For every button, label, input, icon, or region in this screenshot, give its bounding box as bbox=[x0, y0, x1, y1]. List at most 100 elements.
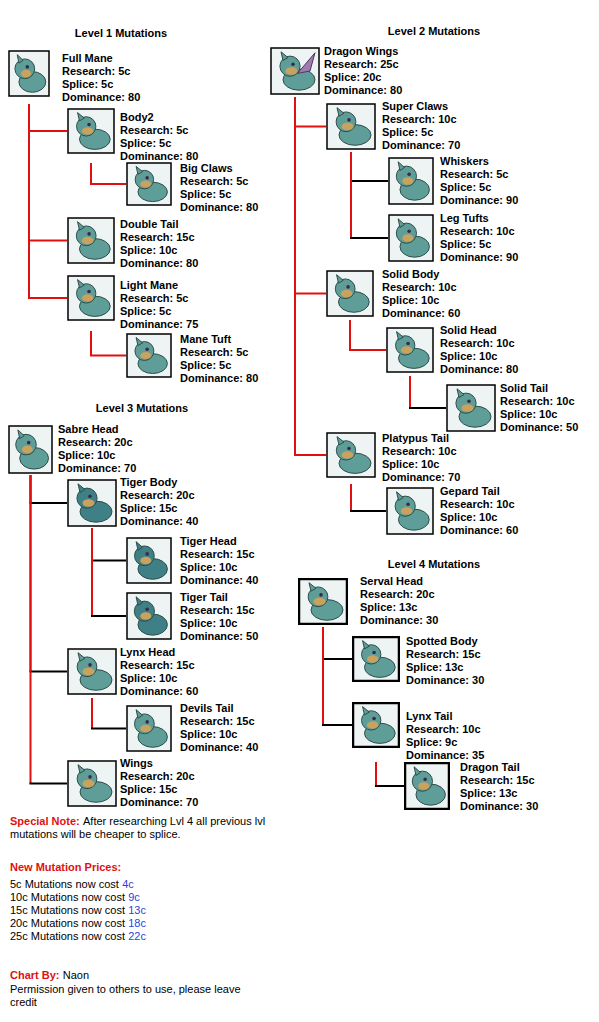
icon-ground bbox=[68, 480, 116, 526]
stat-line: Research: 10c bbox=[440, 225, 518, 238]
stat-line: Research: 5c bbox=[180, 175, 258, 188]
creature-ear bbox=[78, 280, 85, 288]
mutation-text: Tiger HeadResearch: 15cSplice: 10cDomina… bbox=[180, 535, 258, 587]
stat-line: Dominance: 60 bbox=[440, 524, 518, 537]
icon-ground bbox=[353, 703, 399, 747]
price-value: 13c bbox=[128, 904, 146, 916]
connector-vertical bbox=[409, 376, 411, 408]
text-paragraph: 5c Mutations now cost4c bbox=[10, 878, 230, 891]
connector-horizontal bbox=[91, 728, 126, 730]
stat-line: Dominance: 60 bbox=[382, 307, 460, 320]
stat-line: Dominance: 80 bbox=[120, 257, 198, 270]
stat-line: Dominance: 80 bbox=[62, 91, 140, 104]
tree-connector bbox=[349, 320, 386, 350]
icon-ground bbox=[68, 109, 114, 153]
stat-line: Splice: 5c bbox=[440, 238, 518, 251]
stat-line: Research: 5c bbox=[120, 124, 198, 137]
connector-vertical bbox=[322, 627, 324, 725]
mutation-node: Big ClawsResearch: 5cSplice: 5cDominance… bbox=[126, 162, 261, 214]
mutation-name: Solid Body bbox=[382, 268, 460, 281]
mutation-name: Tiger Head bbox=[180, 535, 258, 548]
connector-vertical bbox=[90, 331, 92, 356]
creature-ear bbox=[17, 55, 23, 63]
mutation-node: Solid HeadResearch: 10cSplice: 10cDomina… bbox=[386, 324, 521, 376]
text-paragraph: Chart By:Naon bbox=[10, 969, 260, 982]
connector-horizontal bbox=[28, 240, 67, 242]
connector-horizontal bbox=[350, 510, 386, 512]
stat-line: Splice: 10c bbox=[500, 408, 578, 421]
stat-line: Research: 10c bbox=[406, 723, 484, 736]
mutation-node: Tiger TailResearch: 15cSplice: 10cDomina… bbox=[126, 591, 261, 643]
icon-ground bbox=[9, 51, 49, 96]
creature-eye bbox=[291, 62, 295, 66]
price-text: 5c Mutations now cost bbox=[10, 878, 119, 890]
tree-connector bbox=[30, 475, 68, 672]
stat-line: Splice: 5c bbox=[180, 359, 258, 372]
mutation-text: Big ClawsResearch: 5cSplice: 5cDominance… bbox=[180, 162, 258, 214]
tree-connector bbox=[28, 104, 67, 131]
mutation-text: Dragon TailResearch: 15cSplice: 13cDomin… bbox=[460, 761, 538, 813]
creature-ear bbox=[136, 542, 142, 550]
mutation-icon bbox=[386, 327, 434, 373]
tree-connector bbox=[91, 528, 126, 616]
mutation-text: Solid TailResearch: 10cSplice: 10cDomina… bbox=[500, 382, 578, 434]
creature-eye bbox=[145, 176, 149, 180]
mutation-text: Tiger TailResearch: 15cSplice: 10cDomina… bbox=[180, 591, 258, 643]
creature-muzzle bbox=[462, 404, 474, 412]
creature-eye bbox=[145, 607, 149, 611]
stat-line: Splice: 5c bbox=[120, 137, 198, 150]
creature-eye bbox=[145, 347, 149, 351]
text-paragraph: Permission given to others to use, pleas… bbox=[10, 983, 262, 1009]
icon-ground bbox=[271, 48, 319, 94]
mutation-name: Serval Head bbox=[360, 575, 438, 588]
mutation-name: Tiger Body bbox=[120, 476, 198, 489]
text-paragraph: 10c Mutations now cost9c bbox=[10, 891, 230, 904]
mutation-text: Solid BodyResearch: 10cSplice: 10cDomina… bbox=[382, 268, 460, 320]
creature-muzzle bbox=[140, 725, 151, 733]
stat-line: Dominance: 90 bbox=[440, 251, 518, 264]
mutation-name: Dragon Tail bbox=[460, 761, 538, 774]
tree-connector bbox=[409, 376, 446, 408]
mutation-name: Full Mane bbox=[62, 52, 140, 65]
section-heading: Level 1 Mutations bbox=[21, 27, 221, 40]
creature-muzzle bbox=[402, 234, 413, 242]
creature-muzzle bbox=[341, 290, 353, 298]
creature-muzzle bbox=[140, 180, 151, 187]
creature-eye bbox=[88, 775, 92, 779]
stat-line: Research: 15c bbox=[120, 659, 198, 672]
mutation-name: Mane Tuft bbox=[180, 333, 258, 346]
mutation-name: Whiskers bbox=[440, 155, 518, 168]
stat-line: Research: 15c bbox=[120, 231, 198, 244]
mutation-name: Platypus Tail bbox=[382, 432, 460, 445]
stat-line: Research: 5c bbox=[120, 292, 198, 305]
stat-line: Dominance: 40 bbox=[120, 515, 198, 528]
creature-muzzle bbox=[342, 451, 354, 458]
stat-line: Splice: 13c bbox=[360, 601, 438, 614]
mutation-text: Devils TailResearch: 15cSplice: 10cDomin… bbox=[180, 702, 258, 754]
stat-line: Research: 5c bbox=[62, 65, 140, 78]
mutation-name: Tiger Tail bbox=[180, 591, 258, 604]
creature-muzzle bbox=[82, 294, 94, 301]
creature-ear bbox=[398, 219, 404, 228]
mutation-node: Mane TuftResearch: 5cSplice: 5cDominance… bbox=[126, 333, 261, 385]
tree-connector bbox=[30, 475, 68, 784]
connector-horizontal bbox=[322, 658, 352, 660]
tree-connector bbox=[294, 97, 326, 455]
creature-ear bbox=[337, 108, 344, 116]
stat-line: Dominance: 60 bbox=[120, 685, 198, 698]
mutation-node: Lynx TailResearch: 10cSplice: 9cDominanc… bbox=[352, 702, 487, 762]
connector-horizontal bbox=[30, 502, 68, 504]
section-heading-box: Level 4 Mutations bbox=[334, 558, 534, 571]
creature-ear bbox=[457, 389, 464, 398]
creature-ear bbox=[397, 332, 404, 340]
mutation-text: WhiskersResearch: 5cSplice: 5cDominance:… bbox=[440, 155, 518, 207]
mutation-text: Serval HeadResearch: 20cSplice: 13cDomin… bbox=[360, 575, 438, 627]
stat-line: Splice: 10c bbox=[180, 561, 258, 574]
connector-horizontal bbox=[30, 671, 68, 673]
stat-line: Dominance: 50 bbox=[500, 421, 578, 434]
mutation-icon bbox=[67, 108, 115, 154]
mutation-name: Sabre Head bbox=[58, 423, 136, 436]
connector-horizontal bbox=[91, 615, 126, 617]
stat-line: Splice: 10c bbox=[180, 728, 258, 741]
creature-eye bbox=[26, 65, 30, 69]
